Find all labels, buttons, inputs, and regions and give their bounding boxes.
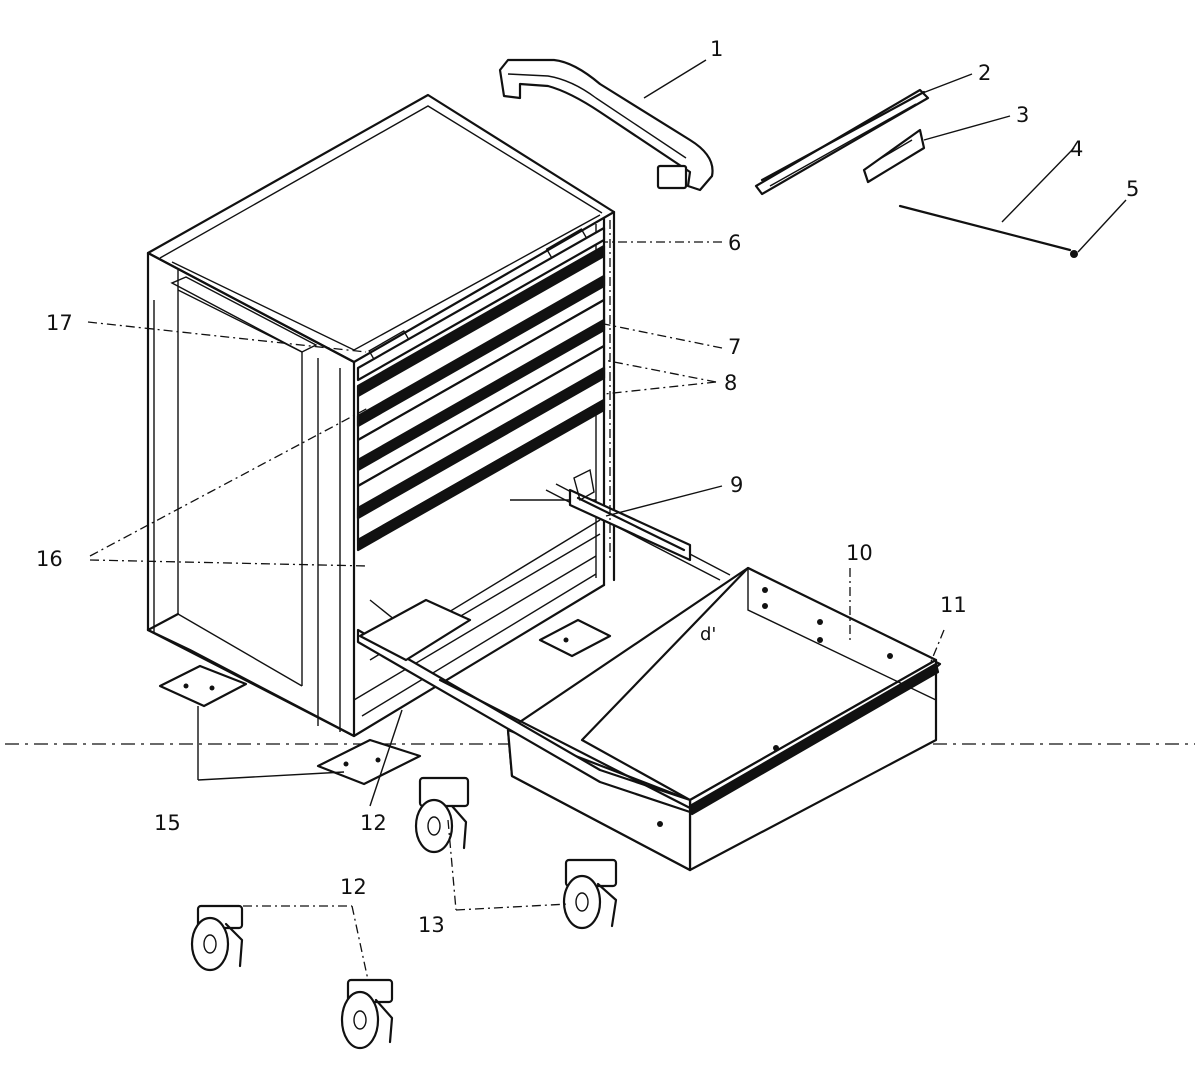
plate-part-3	[862, 128, 926, 184]
callout-12-caster: 12	[340, 875, 367, 899]
base-plate-left	[158, 664, 248, 708]
callout-3: 3	[1016, 103, 1029, 127]
callout-8: 8	[724, 371, 737, 395]
callout-16: 16	[36, 547, 63, 571]
caster-rear-left-12	[190, 904, 244, 972]
caster-front-left-13	[414, 776, 470, 854]
bracket-part-2	[754, 88, 930, 196]
callout-2: 2	[978, 61, 991, 85]
drawer-slide-rail	[356, 598, 692, 814]
caster-front-right-13	[562, 858, 618, 930]
callout-17: 17	[46, 311, 73, 335]
callout-1: 1	[710, 37, 723, 61]
callout-7: 7	[728, 335, 741, 359]
callouts: 1 2 3 4 5 6 7 8 9 10 11 12 12 13 15 16 1…	[36, 37, 1139, 937]
base-plate-right	[316, 738, 422, 786]
callout-10: 10	[846, 541, 873, 565]
drawer-slide-9	[568, 468, 692, 562]
bottom-drawer-10: d'	[506, 566, 942, 872]
base-plate-center	[538, 618, 612, 658]
callout-4: 4	[1070, 137, 1083, 161]
caster-rear-right-12	[340, 978, 394, 1050]
callout-9: 9	[730, 473, 743, 497]
callout-13: 13	[418, 913, 445, 937]
drawer-stack	[356, 226, 606, 552]
callout-15: 15	[154, 811, 181, 835]
callout-6: 6	[728, 231, 741, 255]
leader-lines	[87, 59, 1127, 981]
callout-5: 5	[1126, 177, 1139, 201]
svg-text:d': d'	[700, 624, 716, 645]
callout-12-base: 12	[360, 811, 387, 835]
rod-part-4	[898, 204, 1072, 252]
nut-part-5	[1070, 250, 1078, 258]
handle-part-1	[498, 58, 714, 192]
callout-11: 11	[940, 593, 967, 617]
